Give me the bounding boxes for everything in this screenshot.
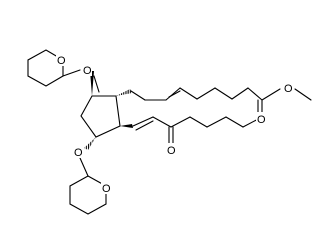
atom-bg: [283, 81, 293, 94]
upper-chain-bond-1: [130, 90, 146, 101]
upper-chain-bond-6: [231, 87, 249, 100]
atom-bg: [166, 143, 176, 156]
cyclopentane-ring: [80, 95, 121, 138]
ester-ch-o-bond: [261, 88, 281, 101]
hashed-bond-upper-chain: [116, 89, 132, 96]
upper-chain-bond-5: [214, 87, 233, 100]
wedge-bond-top: [90, 71, 94, 96]
atom-bg: [82, 63, 92, 76]
thp-bottom-ring: [69, 175, 107, 215]
upper-chain-bond-3: [179, 87, 198, 100]
thp-top-link-o-label: O: [83, 65, 92, 77]
thp-bottom-link-o-label: O: [74, 147, 83, 159]
wedge-bond-lower-chain: [120, 124, 133, 128]
thp-top-ring-o-label: O: [57, 55, 66, 67]
structural-formula: O O O O O O O: [27, 49, 312, 215]
lower-chain-bond-1: [152, 116, 172, 128]
bond-layer: [27, 49, 312, 215]
thp-bottom-link-bond: [79, 157, 89, 177]
ketone-o-label: O: [167, 145, 176, 157]
hashed-bond-bottom: [84, 137, 96, 150]
upper-chain-bond-4: [196, 87, 216, 100]
thp-top-to-ring-bond: [93, 75, 100, 93]
cis-double-bond-inner: [168, 90, 181, 98]
ester-methyl-bond: [294, 88, 312, 101]
thp-bottom-ring-o-label: O: [102, 183, 111, 195]
ester-carbonyl-o-label: O: [257, 114, 266, 126]
ester-alkoxy-o-label: O: [284, 83, 293, 95]
lower-chain-bond-5: [225, 116, 244, 128]
upper-chain-bond-7: [247, 87, 263, 101]
lower-chain-bond-2: [170, 116, 191, 128]
lower-chain-bond-4: [206, 116, 227, 128]
atom-bg: [73, 145, 83, 158]
trans-double-bond-inner: [135, 120, 154, 131]
atom-bg: [56, 53, 66, 66]
atom-bg: [101, 181, 111, 194]
atom-layer: O O O O O O O: [56, 53, 293, 195]
lower-chain-bond-3: [189, 116, 208, 128]
atom-bg: [256, 112, 266, 125]
trans-double-bond: [132, 116, 154, 127]
thp-top-link-bond: [62, 69, 81, 77]
cis-double-bond: [165, 87, 181, 101]
